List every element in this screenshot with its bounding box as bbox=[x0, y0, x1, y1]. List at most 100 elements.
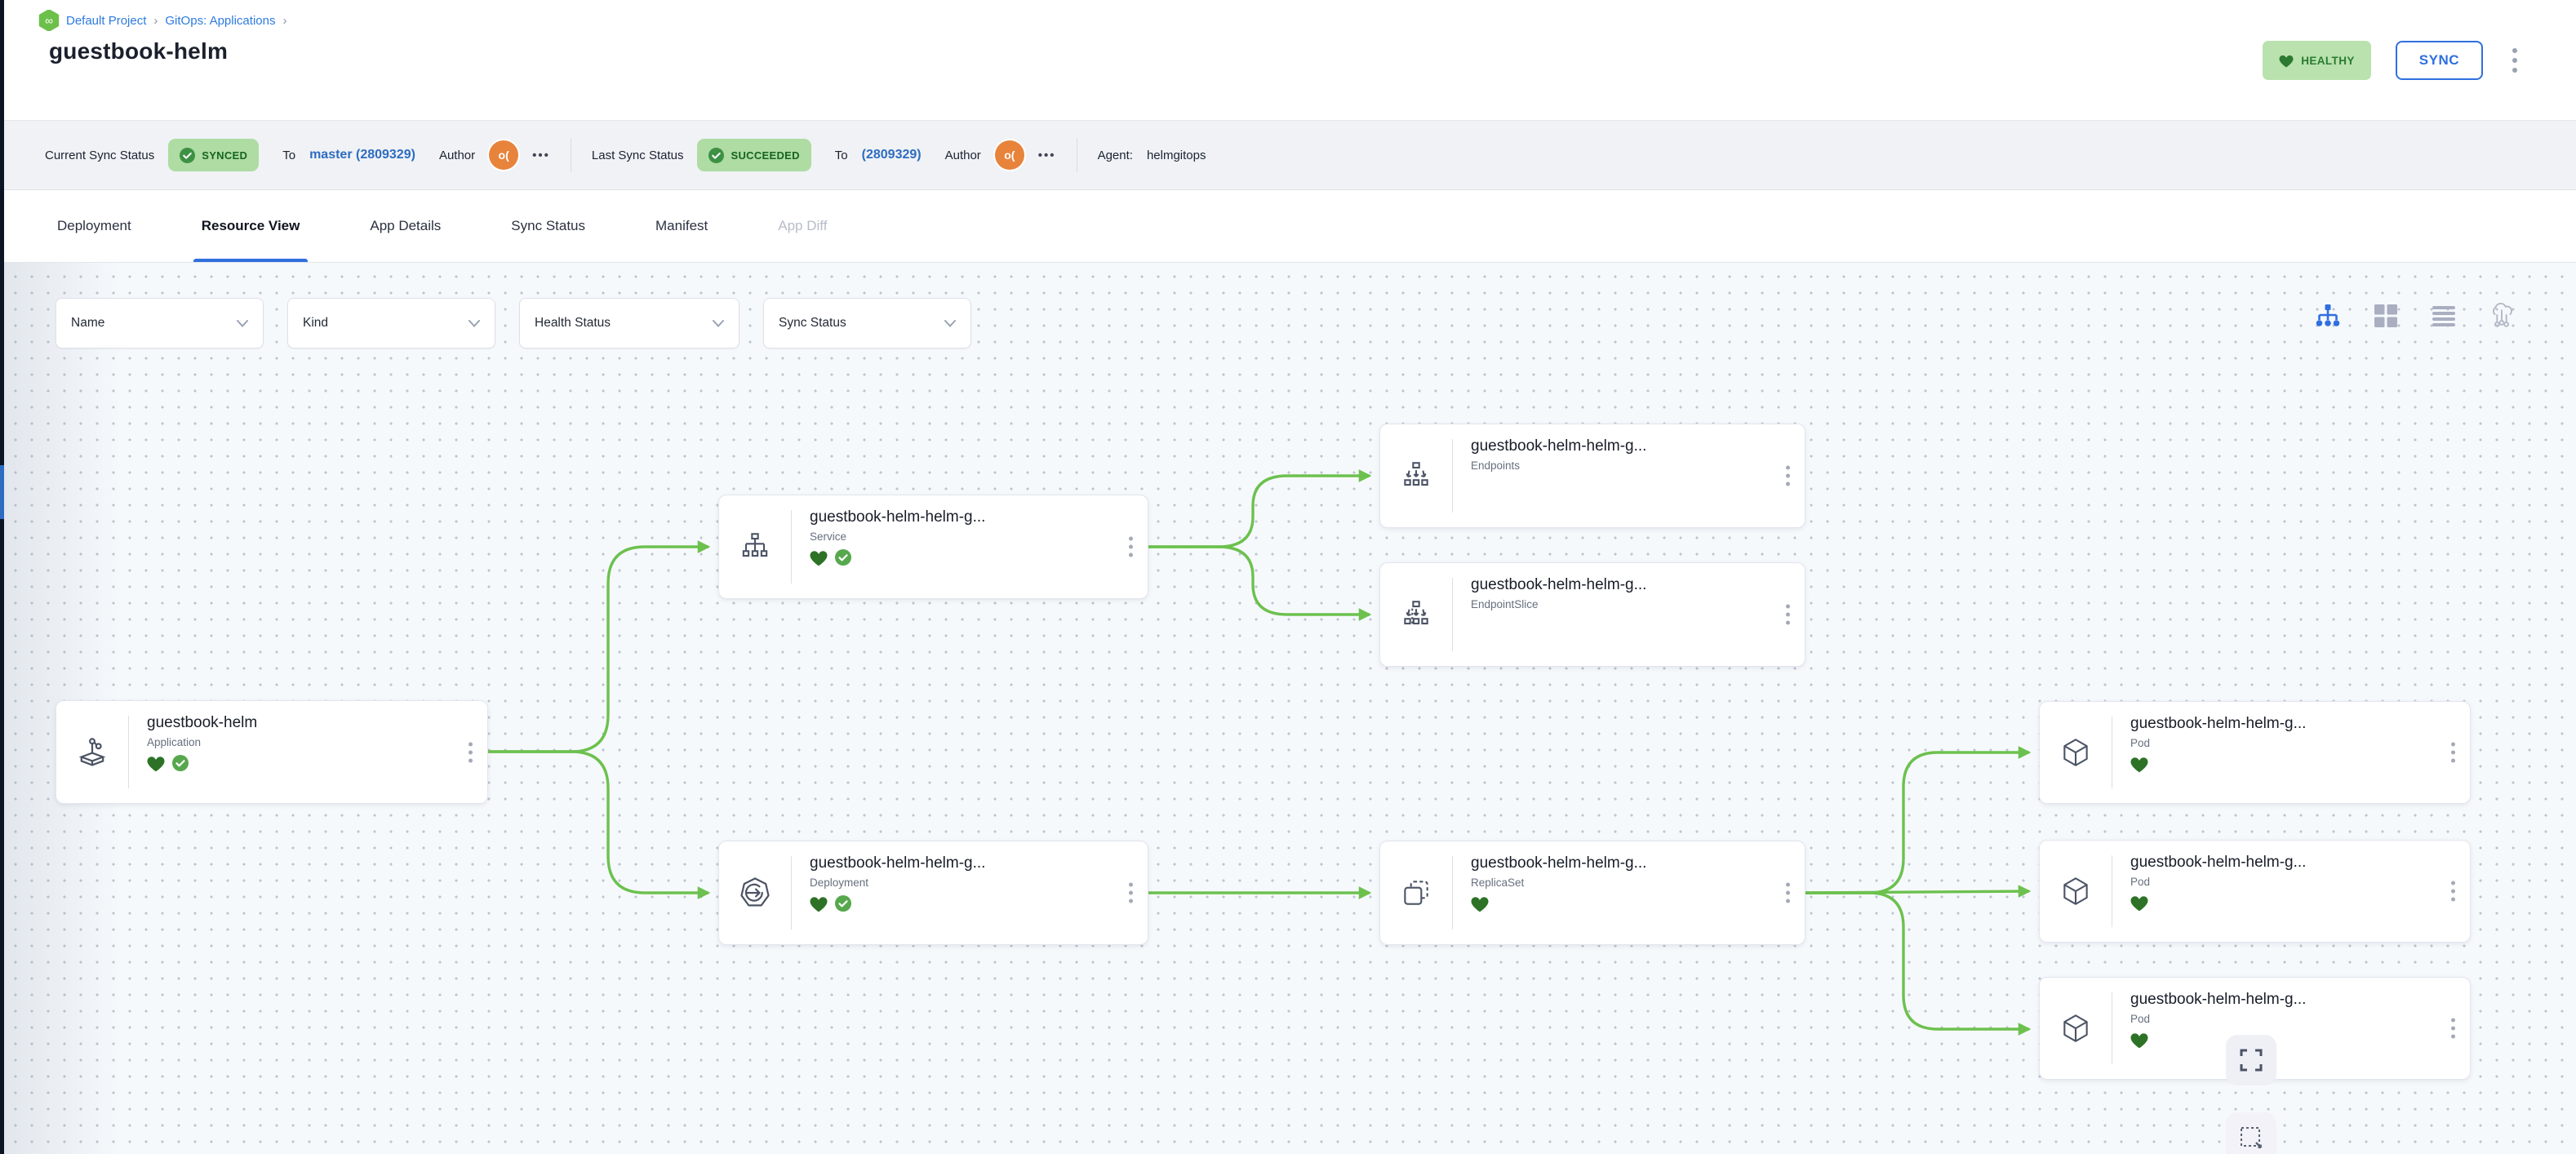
header-kebab-menu[interactable] bbox=[2507, 45, 2522, 76]
resource-graph-canvas[interactable]: Name Kind Health Status Sync Status bbox=[0, 263, 2576, 1154]
grid-view-icon[interactable] bbox=[2372, 302, 2400, 330]
node-title: guestbook-helm-helm-g... bbox=[1471, 576, 1647, 593]
healthy-heart-icon bbox=[810, 896, 828, 912]
filter-dropdown-health-status[interactable]: Health Status bbox=[519, 298, 739, 348]
author-avatar[interactable]: o( bbox=[994, 140, 1024, 170]
node-title: guestbook-helm-helm-g... bbox=[1471, 437, 1647, 455]
edge-app-to-deployment bbox=[488, 750, 711, 899]
node-title: guestbook-helm bbox=[147, 714, 258, 731]
edge-service-to-endpointslice bbox=[1148, 545, 1372, 621]
current-sync-status-label: Current Sync Status bbox=[45, 148, 155, 162]
resource-node-endpoints[interactable]: guestbook-helm-helm-g... Endpoints bbox=[1379, 424, 1805, 528]
author-avatar[interactable]: o( bbox=[489, 140, 519, 170]
filter-dropdown-sync-status[interactable]: Sync Status bbox=[763, 298, 971, 348]
application-icon bbox=[56, 701, 128, 803]
filter-bar: Name Kind Health Status Sync Status bbox=[56, 298, 971, 348]
divider bbox=[1452, 439, 1453, 513]
node-kind: Application bbox=[147, 736, 202, 748]
codefresh-logo-icon: ∞ bbox=[38, 10, 60, 31]
chevron-down-icon bbox=[713, 319, 724, 327]
node-title: guestbook-helm-helm-g... bbox=[810, 854, 986, 872]
node-kebab-menu[interactable] bbox=[1126, 534, 1136, 561]
marquee-select-button[interactable] bbox=[2226, 1112, 2276, 1154]
healthy-heart-icon bbox=[1471, 896, 1489, 912]
endpointslice-icon bbox=[1380, 563, 1452, 666]
node-kebab-menu[interactable] bbox=[465, 739, 476, 766]
resource-node-pod-2[interactable]: guestbook-helm-helm-g... Pod bbox=[2039, 840, 2471, 943]
cluster-view-icon[interactable] bbox=[2488, 302, 2516, 330]
page-title: guestbook-helm bbox=[49, 38, 229, 64]
divider bbox=[791, 856, 792, 930]
to-label: To bbox=[834, 148, 848, 162]
sync-status-bar: Current Sync Status SYNCED To master (28… bbox=[4, 120, 2576, 190]
view-toggle-group bbox=[2314, 302, 2516, 330]
breadcrumb-link-project[interactable]: Default Project bbox=[66, 13, 147, 28]
node-kind: Endpoints bbox=[1471, 459, 1521, 472]
node-title: guestbook-helm-helm-g... bbox=[2130, 715, 2307, 732]
healthy-heart-icon bbox=[147, 756, 165, 771]
node-title: guestbook-helm-helm-g... bbox=[2130, 991, 2307, 1008]
succeeded-badge-label: SUCCEEDED bbox=[731, 149, 800, 162]
list-view-icon[interactable] bbox=[2430, 302, 2458, 330]
filter-dropdown-name[interactable]: Name bbox=[56, 298, 264, 348]
check-circle-icon bbox=[708, 147, 725, 163]
divider bbox=[1452, 856, 1453, 930]
node-kebab-menu[interactable] bbox=[2448, 739, 2458, 766]
health-badge-label: HEALTHY bbox=[2301, 54, 2355, 67]
synced-check-icon bbox=[835, 549, 851, 566]
tab-resource-view[interactable]: Resource View bbox=[193, 190, 309, 262]
fit-to-screen-button[interactable] bbox=[2226, 1035, 2276, 1085]
to-label: To bbox=[282, 148, 296, 162]
filter-dropdown-kind[interactable]: Kind bbox=[287, 298, 495, 348]
active-tab-underline bbox=[193, 259, 309, 262]
sync-button[interactable]: SYNC bbox=[2395, 41, 2483, 80]
more-authors-ellipsis[interactable]: ••• bbox=[532, 148, 550, 162]
resource-node-application[interactable]: guestbook-helm Application bbox=[56, 700, 488, 804]
breadcrumb-link-applications[interactable]: GitOps: Applications bbox=[165, 13, 276, 28]
node-kebab-menu[interactable] bbox=[1783, 601, 1793, 628]
svg-text:∞: ∞ bbox=[45, 14, 53, 27]
succeeded-status-badge: SUCCEEDED bbox=[697, 139, 811, 171]
node-kebab-menu[interactable] bbox=[1126, 880, 1136, 907]
resource-node-service[interactable]: guestbook-helm-helm-g... Service bbox=[718, 495, 1148, 599]
healthy-heart-icon bbox=[2130, 895, 2148, 911]
divider bbox=[791, 510, 792, 584]
synced-badge-label: SYNCED bbox=[202, 149, 248, 162]
replicaset-icon bbox=[1380, 841, 1452, 944]
current-revision-link[interactable]: master (2809329) bbox=[309, 148, 415, 162]
synced-status-badge: SYNCED bbox=[168, 139, 260, 171]
resource-node-endpointslice[interactable]: guestbook-helm-helm-g... EndpointSlice bbox=[1379, 562, 1805, 667]
chevron-down-icon bbox=[469, 319, 480, 327]
breadcrumb-separator: › bbox=[153, 13, 158, 28]
more-authors-ellipsis[interactable]: ••• bbox=[1037, 148, 1056, 162]
tab-bar: Deployment Resource View App Details Syn… bbox=[4, 190, 2576, 263]
node-kebab-menu[interactable] bbox=[2448, 1015, 2458, 1042]
node-kind: Deployment bbox=[810, 877, 869, 889]
breadcrumb: ∞ Default Project › GitOps: Applications… bbox=[38, 10, 287, 31]
healthy-heart-icon bbox=[2130, 1032, 2148, 1048]
node-kind: Service bbox=[810, 530, 847, 543]
chevron-down-icon bbox=[237, 319, 248, 327]
resource-node-pod-1[interactable]: guestbook-helm-helm-g... Pod bbox=[2039, 701, 2471, 804]
breadcrumb-separator: › bbox=[282, 13, 287, 28]
last-revision-link[interactable]: (2809329) bbox=[861, 148, 922, 162]
heart-icon bbox=[2279, 55, 2294, 67]
pod-icon bbox=[2040, 978, 2112, 1079]
node-kebab-menu[interactable] bbox=[2448, 878, 2458, 905]
resource-node-replicaset[interactable]: guestbook-helm-helm-g... ReplicaSet bbox=[1379, 841, 1805, 945]
tab-manifest[interactable]: Manifest bbox=[655, 218, 708, 233]
node-kebab-menu[interactable] bbox=[1783, 880, 1793, 907]
tree-view-icon[interactable] bbox=[2314, 302, 2342, 330]
node-kind: Pod bbox=[2130, 737, 2151, 749]
tab-app-details[interactable]: App Details bbox=[370, 218, 442, 233]
node-kind: Pod bbox=[2130, 876, 2151, 888]
resource-node-deployment[interactable]: guestbook-helm-helm-g... Deployment bbox=[718, 841, 1148, 945]
sidebar-active-indicator bbox=[0, 465, 4, 519]
edge-replicaset-to-pod2 bbox=[1805, 885, 2032, 898]
tab-deployment[interactable]: Deployment bbox=[57, 218, 131, 233]
edge-app-to-service bbox=[488, 540, 711, 753]
node-kebab-menu[interactable] bbox=[1783, 463, 1793, 490]
node-kind: Pod bbox=[2130, 1013, 2151, 1025]
check-circle-icon bbox=[180, 147, 196, 163]
tab-sync-status[interactable]: Sync Status bbox=[511, 218, 586, 233]
